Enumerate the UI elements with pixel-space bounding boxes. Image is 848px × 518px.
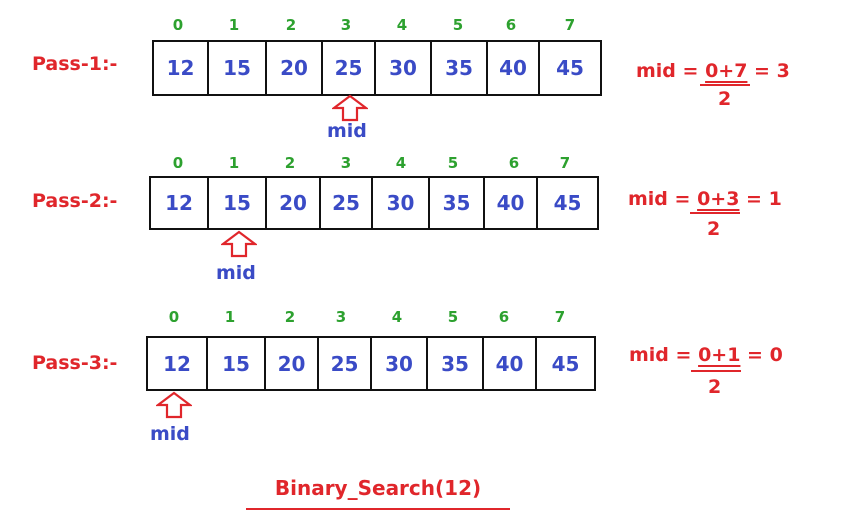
fraction-bar <box>700 84 750 86</box>
formula-denominator: 2 <box>718 88 732 110</box>
formula-prefix: mid = <box>636 60 706 82</box>
index-label: 0 <box>172 154 184 172</box>
index-label: 3 <box>335 308 347 326</box>
index-label: 7 <box>564 16 576 34</box>
index-label: 7 <box>554 308 566 326</box>
fraction-bar <box>691 370 741 372</box>
index-label: 2 <box>284 308 296 326</box>
array-cell: 40 <box>485 178 538 228</box>
mid-label: mid <box>216 262 256 284</box>
array-cell: 40 <box>484 338 537 389</box>
formula-numerator: 0+7 <box>705 60 748 82</box>
formula-prefix: mid = <box>628 188 698 210</box>
caption-underline <box>246 508 510 510</box>
index-label: 6 <box>505 16 517 34</box>
array-cell: 12 <box>154 42 209 94</box>
index-label: 3 <box>340 16 352 34</box>
array-cell: 25 <box>319 338 372 389</box>
array-cell: 12 <box>151 178 209 228</box>
formula-numerator: 0+1 <box>698 344 741 366</box>
index-label: 7 <box>559 154 571 172</box>
array-row: 12 15 20 25 30 35 40 45 <box>146 336 596 391</box>
mid-formula: mid = 0+3 = 1 <box>628 188 782 210</box>
fraction-bar <box>690 212 740 214</box>
mid-formula: mid = 0+1 = 0 <box>629 344 783 366</box>
formula-result: = 1 <box>739 188 782 210</box>
index-label: 5 <box>452 16 464 34</box>
formula-prefix: mid = <box>629 344 699 366</box>
mid-label: mid <box>327 120 367 142</box>
index-label: 5 <box>447 308 459 326</box>
array-cell: 20 <box>266 338 319 389</box>
mid-formula: mid = 0+7 = 3 <box>636 60 790 82</box>
array-cell: 35 <box>428 338 484 389</box>
formula-result: = 0 <box>740 344 783 366</box>
up-arrow-icon <box>156 391 192 419</box>
pass-label: Pass-2:- <box>32 190 118 212</box>
index-label: 1 <box>228 154 240 172</box>
array-row: 12 15 20 25 30 35 40 45 <box>152 40 602 96</box>
formula-numerator: 0+3 <box>697 188 740 210</box>
array-cell: 15 <box>208 338 266 389</box>
pass-1: Pass-1:- 0 1 2 3 4 5 6 7 12 15 20 25 30 … <box>0 0 848 150</box>
formula-denominator: 2 <box>707 218 721 240</box>
pass-label: Pass-3:- <box>32 352 118 374</box>
up-arrow-icon <box>332 94 368 122</box>
array-cell: 40 <box>488 42 540 94</box>
pass-3: Pass-3:- 0 1 2 3 4 5 6 7 12 15 20 25 30 … <box>0 0 848 445</box>
up-arrow-icon <box>221 230 257 258</box>
index-label: 5 <box>447 154 459 172</box>
index-label: 1 <box>228 16 240 34</box>
index-label: 4 <box>391 308 403 326</box>
index-label: 1 <box>224 308 236 326</box>
index-label: 0 <box>172 16 184 34</box>
array-cell: 25 <box>323 42 376 94</box>
array-cell: 20 <box>267 178 321 228</box>
array-cell: 45 <box>553 191 582 215</box>
array-cell: 20 <box>267 42 323 94</box>
formula-denominator: 2 <box>708 376 722 398</box>
caption: Binary_Search(12) <box>274 476 482 500</box>
array-cell: 30 <box>376 42 432 94</box>
index-label: 0 <box>168 308 180 326</box>
array-cell: 45 <box>556 56 584 80</box>
array-row: 12 15 20 25 30 35 40 45 <box>149 176 599 230</box>
array-cell: 30 <box>373 178 430 228</box>
index-label: 4 <box>396 16 408 34</box>
index-label: 6 <box>498 308 510 326</box>
array-cell: 15 <box>209 178 267 228</box>
array-cell: 45 <box>551 351 580 376</box>
index-label: 3 <box>340 154 352 172</box>
array-cell: 25 <box>321 178 373 228</box>
array-cell: 12 <box>148 338 208 389</box>
mid-label: mid <box>150 423 190 445</box>
pass-label: Pass-1:- <box>32 53 118 75</box>
array-cell: 35 <box>430 178 485 228</box>
pass-2: Pass-2:- 0 1 2 3 4 5 6 7 12 15 20 25 30 … <box>0 0 848 284</box>
formula-result: = 3 <box>747 60 790 82</box>
index-label: 2 <box>285 16 297 34</box>
array-cell: 15 <box>209 42 267 94</box>
index-label: 6 <box>508 154 520 172</box>
index-label: 4 <box>395 154 407 172</box>
index-label: 2 <box>284 154 296 172</box>
array-cell: 35 <box>432 42 488 94</box>
array-cell: 30 <box>372 338 428 389</box>
